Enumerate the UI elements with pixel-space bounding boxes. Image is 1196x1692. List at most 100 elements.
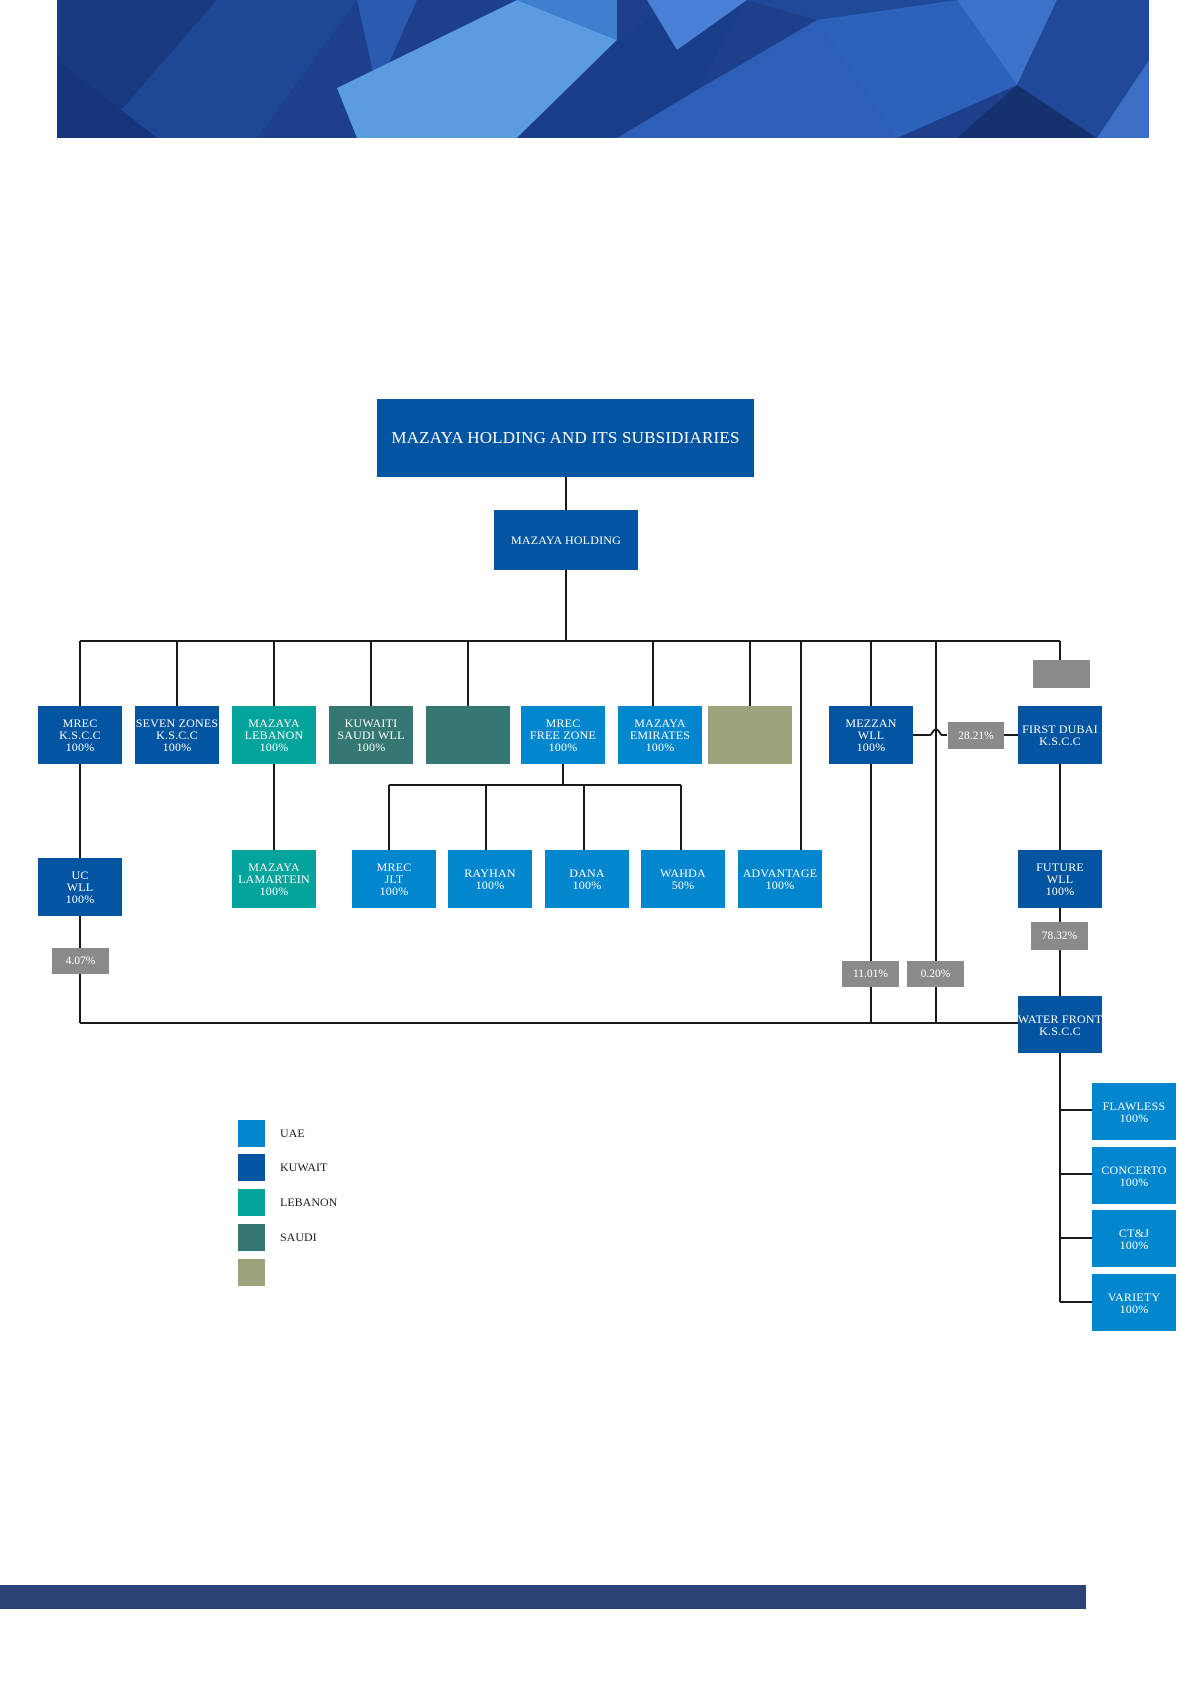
node-rayhan: RAYHAN 100% xyxy=(448,850,532,908)
node-name-line1: RAYHAN xyxy=(464,866,516,880)
node-name-line1: FLAWLESS xyxy=(1102,1098,1166,1113)
node-ownership: 100% xyxy=(1119,1301,1149,1316)
percent-badge-group-water-front: 0.20% xyxy=(907,961,964,987)
legend-swatch-uae xyxy=(238,1120,265,1147)
node-name-line1: MAZAYA xyxy=(248,716,300,730)
node-ownership: 100% xyxy=(475,878,505,892)
node-ownership: 100% xyxy=(765,878,795,892)
node-name-line1: DANA xyxy=(569,866,605,880)
node-name-line2: K.S.C.C xyxy=(59,728,101,742)
node-name-line1: MREC xyxy=(62,716,98,730)
node-name-line2: K.S.C.C xyxy=(1039,734,1081,748)
footer-bar xyxy=(0,1585,1086,1609)
legend-label-saudi: SAUDI xyxy=(280,1230,317,1244)
percent-badge-mezzan-water-front: 11.01% xyxy=(842,961,899,987)
node-name-line1: WATER FRONT xyxy=(1017,1011,1103,1026)
node-name-line2: K.S.C.C xyxy=(156,728,198,742)
node-name-line2: EMIRATES xyxy=(629,728,691,742)
node-name-line1: VARIETY xyxy=(1107,1289,1161,1304)
node-ownership: 50% xyxy=(671,878,695,892)
node-mrec-free-zone: MREC FREE ZONE 100% xyxy=(521,706,605,764)
node-future-wll: FUTURE WLL 100% xyxy=(1018,850,1102,908)
node-name-line1: MREC xyxy=(545,716,581,730)
legend-label-lebanon: LEBANON xyxy=(280,1195,338,1209)
node-first-dubai: FIRST DUBAI K.S.C.C xyxy=(1018,706,1102,764)
node-ownership: 100% xyxy=(1119,1110,1149,1125)
node-name-line2: K.S.C.C xyxy=(1039,1023,1081,1038)
node-mrec-jlt: MREC JLT 100% xyxy=(352,850,436,908)
percent-badge-blank xyxy=(1033,660,1090,688)
percent-value: 4.07% xyxy=(65,955,96,967)
node-name-line2: SAUDI WLL xyxy=(337,728,405,742)
node-name-line1: KUWAITI xyxy=(344,716,398,730)
node-mezzan: MEZZAN WLL 100% xyxy=(829,706,913,764)
node-name-line2: LEBANON xyxy=(244,728,304,742)
legend-swatch-lebanon xyxy=(238,1189,265,1216)
node-ownership: 100% xyxy=(572,878,602,892)
node-mrec-kscc: MREC K.S.C.C 100% xyxy=(38,706,122,764)
node-name-line1: WAHDA xyxy=(660,866,706,880)
node-ctj: CT&J 100% xyxy=(1092,1210,1176,1267)
node-name-line1: MREC xyxy=(376,860,412,874)
chart-title-box: MAZAYA HOLDING AND ITS SUBSIDIARIES xyxy=(377,399,754,477)
percent-value: 28.21% xyxy=(958,729,994,742)
node-ownership: 100% xyxy=(65,892,95,906)
banner-pattern xyxy=(57,0,1149,138)
node-dana: DANA 100% xyxy=(545,850,629,908)
node-other-blank xyxy=(708,706,792,764)
node-name-line1: ADVANTAGE xyxy=(742,866,818,880)
node-seven-zones: SEVEN ZONES K.S.C.C 100% xyxy=(135,706,219,764)
node-wahda: WAHDA 50% xyxy=(641,850,725,908)
percent-value: 0.20% xyxy=(920,968,951,980)
node-name-line2: WLL xyxy=(66,880,94,894)
node-ownership: 100% xyxy=(259,740,289,754)
header-banner xyxy=(57,0,1149,138)
legend-swatch-kuwait xyxy=(238,1154,265,1181)
node-kuwaiti-saudi: KUWAITI SAUDI WLL 100% xyxy=(329,706,413,764)
legend-swatch-other xyxy=(238,1259,265,1286)
node-saudi-blank xyxy=(426,706,510,764)
percent-badge-future-water-front: 78.32% xyxy=(1031,922,1088,950)
percent-badge-mezzan-first-dubai: 28.21% xyxy=(948,722,1004,749)
node-ownership: 100% xyxy=(65,740,95,754)
node-name-line1: FUTURE xyxy=(1036,860,1084,874)
node-label: MAZAYA HOLDING xyxy=(510,533,622,547)
node-mazaya-emirates: MAZAYA EMIRATES 100% xyxy=(618,706,702,764)
node-ownership: 100% xyxy=(856,740,886,754)
node-mazaya-holding: MAZAYA HOLDING xyxy=(494,510,638,570)
node-ownership: 100% xyxy=(379,884,409,898)
node-flawless: FLAWLESS 100% xyxy=(1092,1083,1176,1140)
node-name-line1: MAZAYA xyxy=(634,716,686,730)
node-mazaya-lamartein: MAZAYA LAMARTEIN 100% xyxy=(232,850,316,908)
legend-label-uae: UAE xyxy=(280,1126,305,1140)
node-concerto: CONCERTO 100% xyxy=(1092,1147,1176,1204)
node-name-line2: JLT xyxy=(384,872,404,886)
node-name-line1: CONCERTO xyxy=(1101,1162,1167,1177)
node-name-line1: CT&J xyxy=(1118,1225,1150,1240)
node-name-line1: FIRST DUBAI xyxy=(1022,722,1098,736)
node-ownership: 100% xyxy=(548,740,578,754)
percent-badge-uc-water-front: 4.07% xyxy=(52,948,109,974)
legend-swatch-saudi xyxy=(238,1224,265,1251)
node-name-line2: WLL xyxy=(857,728,885,742)
percent-value: 78.32% xyxy=(1041,930,1078,942)
node-ownership: 100% xyxy=(356,740,386,754)
percent-value: 11.01% xyxy=(852,968,889,980)
node-mazaya-lebanon: MAZAYA LEBANON 100% xyxy=(232,706,316,764)
node-variety: VARIETY 100% xyxy=(1092,1274,1176,1331)
node-name-line2: FREE ZONE xyxy=(529,728,597,742)
node-ownership: 100% xyxy=(162,740,192,754)
node-ownership: 100% xyxy=(645,740,675,754)
node-name-line2: WLL xyxy=(1046,872,1074,886)
node-ownership: 100% xyxy=(1045,884,1075,898)
node-name-line1: MEZZAN xyxy=(845,716,897,730)
node-water-front: WATER FRONT K.S.C.C xyxy=(1018,996,1102,1053)
node-ownership: 100% xyxy=(1119,1174,1149,1189)
node-name-line1: SEVEN ZONES xyxy=(135,716,219,730)
node-advantage: ADVANTAGE 100% xyxy=(738,850,822,908)
node-name-line2: LAMARTEIN xyxy=(238,872,310,886)
node-uc-wll: UC WLL 100% xyxy=(38,858,122,916)
node-name-line1: MAZAYA xyxy=(248,860,300,874)
node-name-line1: UC xyxy=(71,868,89,882)
